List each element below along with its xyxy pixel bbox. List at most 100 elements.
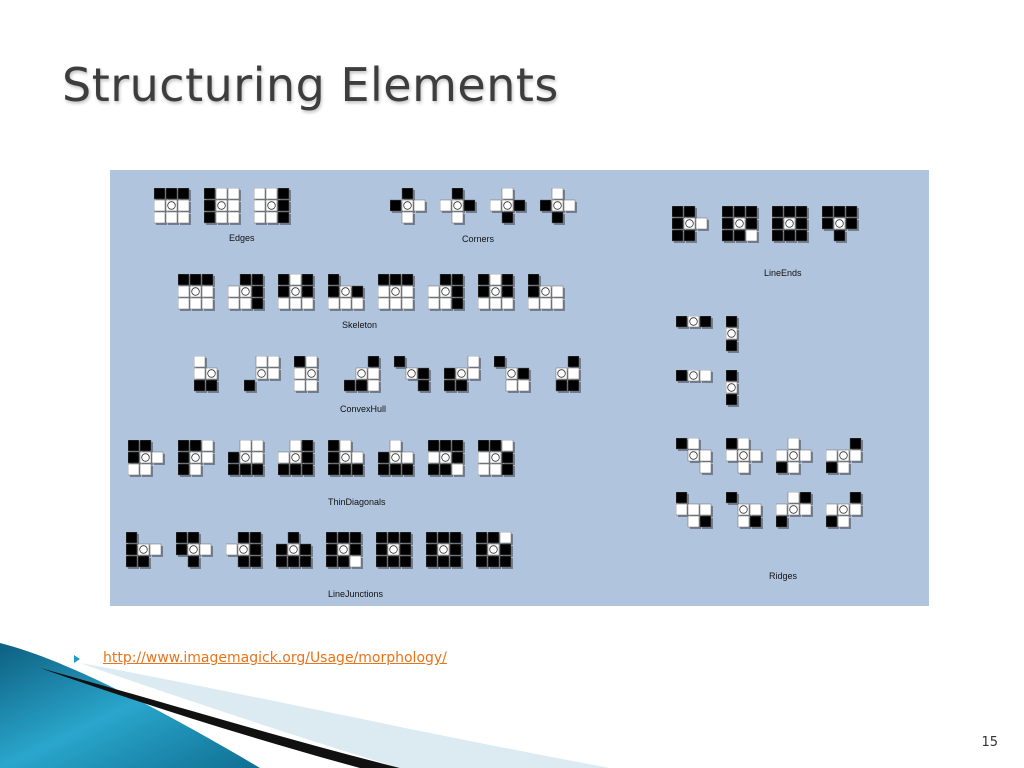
thindiagonals-kernel	[278, 440, 315, 477]
kernel-cell-white	[401, 211, 414, 224]
kernel-cell-black	[299, 555, 312, 568]
kernel-cell-black	[355, 379, 368, 392]
kernel-cell-black	[278, 274, 290, 286]
thindiagonals-kernel	[478, 440, 515, 477]
kernel-cell-white	[254, 199, 266, 212]
origin-marker	[839, 505, 848, 514]
kernel-cell-white	[799, 449, 812, 462]
kernel-cell-white	[289, 440, 302, 452]
kernel-cell-white	[239, 440, 252, 452]
kernel-cell-white	[227, 199, 240, 212]
origin-marker	[489, 545, 498, 554]
kernel-cell-black	[439, 463, 452, 476]
origin-marker	[789, 505, 798, 514]
origin-marker	[727, 383, 736, 392]
kernel-cell-white	[413, 199, 426, 212]
ridges2-kernel	[776, 492, 813, 529]
kernel-cell-black	[455, 379, 468, 392]
kernel-cell-black	[349, 532, 362, 544]
kernel-cell-black	[328, 440, 340, 452]
origin-marker	[441, 287, 450, 296]
linejunctions-kernel	[376, 532, 413, 569]
origin-marker	[689, 371, 698, 380]
origin-marker	[739, 505, 748, 514]
kernel-cell-black	[501, 463, 514, 476]
kernel-cell-white	[187, 543, 200, 556]
kernel-cell-black	[783, 206, 796, 218]
kernel-cell-white	[278, 451, 290, 464]
corners-kernel	[390, 188, 427, 225]
skeleton-kernel	[378, 274, 415, 311]
kernel-cell-black	[463, 199, 476, 212]
kernel-cell-black	[833, 206, 846, 218]
kernel-cell-black	[389, 463, 402, 476]
kernel-cell-black	[239, 274, 252, 286]
kernel-cell-black	[401, 463, 414, 476]
kernel-cell-black	[476, 532, 488, 544]
kernel-cell-black	[328, 451, 340, 464]
kernel-cell-white	[687, 438, 700, 450]
kernel-cell-white	[367, 379, 380, 392]
kernel-cell-black	[726, 339, 738, 352]
kernel-cell-white	[699, 370, 712, 382]
kernel-cell-white	[289, 285, 302, 298]
edges-kernel	[204, 188, 241, 225]
kernel-cell-white	[201, 285, 214, 298]
kernel-cell-black	[478, 285, 490, 298]
origin-marker	[541, 287, 550, 296]
ridges2-kernel	[676, 492, 713, 529]
kernel-cell-black	[567, 379, 580, 392]
kernel-cell-black	[672, 217, 684, 230]
skeleton-kernel	[428, 274, 465, 311]
kernel-cell-white	[489, 463, 502, 476]
kernel-cell-black	[437, 555, 450, 568]
ridges2-kernel	[826, 492, 863, 529]
origin-marker	[785, 219, 794, 228]
kernel-cell-white	[339, 451, 352, 464]
kernel-cell-white	[563, 199, 576, 212]
kernel-cell-black	[228, 463, 240, 476]
kernel-cell-black	[237, 555, 250, 568]
kernel-cell-white	[201, 451, 214, 464]
kernel-cell-black	[178, 451, 190, 464]
imagemagick-morphology-link[interactable]: http://www.imagemagick.org/Usage/morphol…	[103, 650, 447, 666]
kernel-cell-black	[178, 463, 190, 476]
origin-marker	[267, 201, 276, 210]
kernel-cell-white	[265, 199, 278, 212]
kernel-cell-black	[501, 451, 514, 464]
origin-marker	[453, 201, 462, 210]
kernel-cell-white	[239, 297, 252, 310]
ridges-kernel	[676, 370, 713, 383]
origin-marker	[307, 369, 316, 378]
kernel-cell-black	[276, 555, 288, 568]
origin-marker	[341, 287, 350, 296]
slide-title: Structuring Elements	[62, 58, 559, 112]
kernel-cell-black	[278, 285, 290, 298]
kernel-cell-black	[399, 532, 412, 544]
kernel-cell-black	[344, 379, 356, 392]
kernel-cell-black	[301, 451, 314, 464]
kernel-cell-black	[726, 492, 738, 504]
kernel-cell-black	[389, 274, 402, 286]
kernel-cell-black	[126, 555, 138, 568]
origin-marker	[167, 201, 176, 210]
kernel-cell-white	[139, 463, 152, 476]
kernel-cell-black	[128, 440, 140, 452]
kernel-cell-black	[772, 229, 784, 242]
kernel-cell-black	[351, 285, 364, 298]
kernel-cell-black	[489, 440, 502, 452]
kernel-cell-white	[505, 367, 518, 380]
kernel-cell-black	[326, 543, 338, 556]
ridges2-kernel	[776, 438, 813, 475]
kernel-cell-white	[467, 356, 480, 368]
kernel-cell-white	[226, 543, 238, 556]
kernel-cell-black	[513, 199, 526, 212]
origin-marker	[241, 453, 250, 462]
kernel-cell-white	[178, 297, 190, 310]
kernel-cell-black	[783, 229, 796, 242]
kernel-cell-white	[451, 211, 464, 224]
kernel-cell-white	[428, 451, 440, 464]
kernel-cell-white	[305, 356, 318, 368]
kernel-cell-white	[199, 543, 212, 556]
kernel-cell-black	[399, 543, 412, 556]
